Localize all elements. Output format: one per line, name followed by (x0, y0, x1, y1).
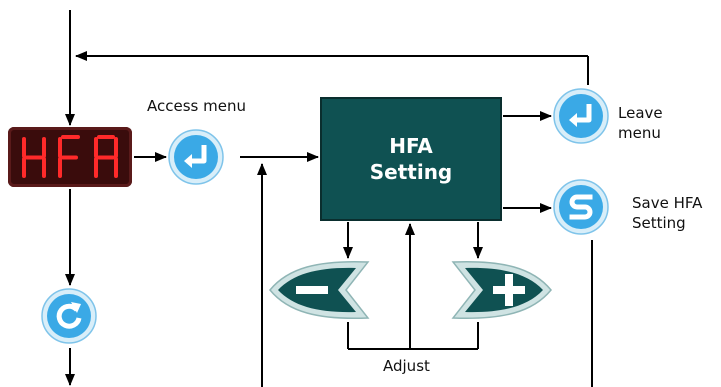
display-segments (22, 135, 118, 178)
leave-menu-button[interactable] (553, 88, 609, 144)
hfa-setting-subtitle: Setting (369, 160, 453, 184)
minus-icon (269, 260, 370, 320)
led-display: HFA (8, 127, 132, 187)
adjust-label: Adjust (383, 357, 430, 375)
access-menu-label: Access menu (147, 97, 246, 115)
hfa-setting-title: HFA (389, 134, 433, 158)
enter-icon (168, 129, 224, 185)
access-menu-button[interactable] (168, 129, 224, 185)
save-button[interactable] (553, 179, 609, 235)
plus-icon (451, 260, 552, 320)
s-icon (553, 179, 609, 235)
enter-icon (553, 88, 609, 144)
leave-menu-label-line1: Leave (618, 104, 663, 122)
rotate-icon (41, 288, 97, 344)
leave-menu-label-line2: menu (618, 124, 661, 142)
plus-button[interactable] (447, 258, 553, 326)
reset-button[interactable] (41, 288, 97, 344)
save-label-line2: Setting (632, 214, 686, 232)
minus-button[interactable] (268, 258, 374, 326)
save-label-line1: Save HFA (632, 194, 703, 212)
hfa-setting-box: HFA Setting (320, 97, 502, 221)
